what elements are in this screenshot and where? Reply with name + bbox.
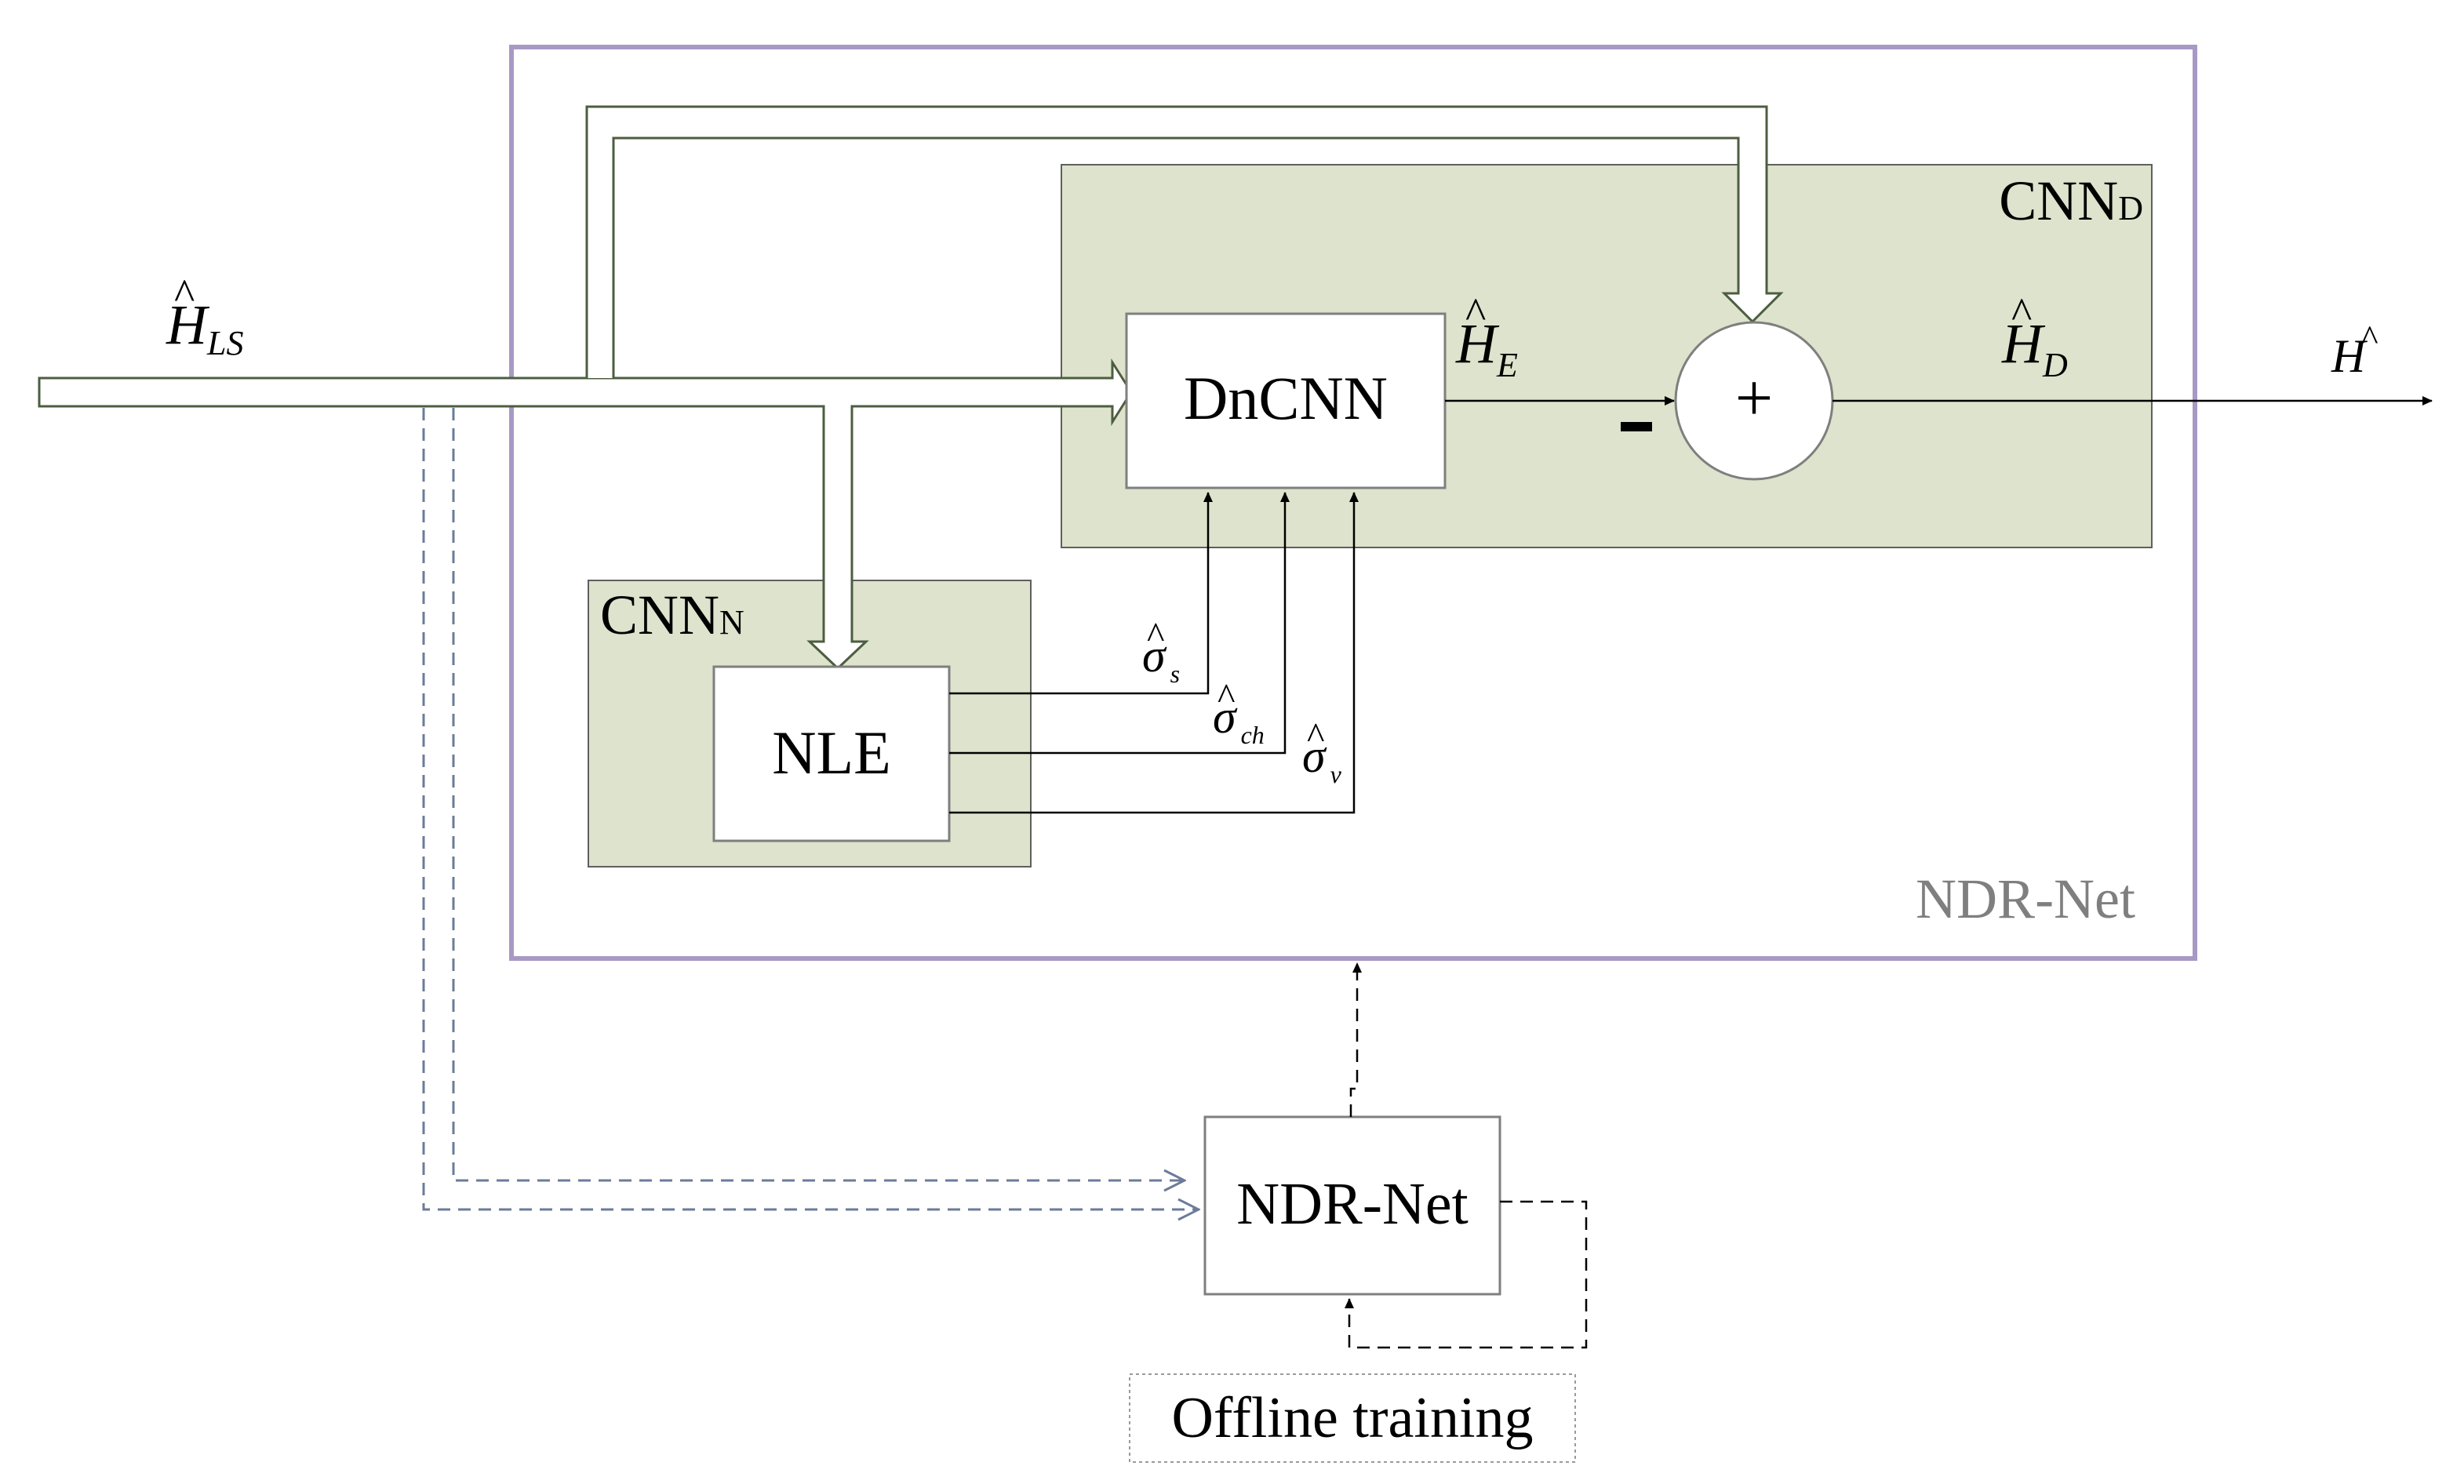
cnn-d-main: CNN	[1999, 169, 2118, 232]
h-out-label: H	[2331, 330, 2368, 382]
training-to-frame-line	[1349, 962, 1362, 1117]
sigma-v-symbol: σ	[1302, 730, 1327, 782]
ndr-net-training-block	[1203, 1115, 1501, 1296]
sigma-s-hat: ^	[1147, 615, 1165, 657]
offline-training-label: Offline training	[1171, 1386, 1533, 1450]
training-input-line-outer	[422, 408, 1199, 1209]
cnn-n-sub: N	[719, 603, 744, 642]
cnn-d-label: CNND	[1999, 169, 2143, 232]
ndr-net-training-label: NDR-Net	[1236, 1171, 1469, 1237]
sigma-s-line	[949, 492, 1213, 695]
cnn-n-label: CNNN	[600, 584, 744, 646]
h-ls-sub: LS	[206, 324, 243, 362]
h-d-base: H	[2001, 312, 2046, 375]
ndr-net-frame-label: NDR-Net	[1916, 867, 2135, 930]
training-feedback-loop	[1345, 1200, 1588, 1349]
sigma-v-line	[949, 492, 1359, 814]
h-ls-base: H	[166, 293, 210, 356]
h-e-base: H	[1455, 312, 1500, 375]
hollow-arrow-input	[38, 358, 1133, 671]
h-ls-label: HLS	[166, 293, 243, 362]
dncnn-block	[1125, 312, 1447, 489]
cnn-d-sub: D	[2118, 189, 2143, 227]
sigma-v-hat: ^	[1307, 715, 1325, 757]
nle-block	[712, 665, 951, 842]
dncnn-label: DnCNN	[1184, 364, 1388, 432]
h-d-hat: ^	[2011, 289, 2032, 338]
nle-label: NLE	[772, 718, 891, 787]
sigma-v-sub: v	[1330, 760, 1342, 788]
h-d-label: HD	[2001, 312, 2068, 384]
sigma-s-sub: s	[1170, 660, 1180, 688]
sigma-ch-hat: ^	[1217, 676, 1236, 718]
h-d-sub: D	[2042, 346, 2068, 384]
sigma-ch-symbol: σ	[1213, 691, 1238, 743]
sigma-s-symbol: σ	[1142, 630, 1167, 682]
sigma-ch-line	[949, 492, 1290, 755]
h-e-label: HE	[1455, 312, 1518, 384]
offline-training-box	[1129, 1373, 1576, 1463]
sigma-ch-sub: ch	[1241, 721, 1265, 749]
h-out-base: H	[2331, 330, 2368, 382]
cnn-n-main: CNN	[600, 584, 719, 646]
h-out-hat: ^	[2361, 318, 2378, 358]
ndr-net-frame	[509, 45, 2197, 961]
h-e-sub: E	[1496, 346, 1518, 384]
adder-plus: +	[1735, 360, 1774, 435]
minus-sign-mark	[1621, 422, 1652, 431]
h-ls-hat: ^	[174, 271, 195, 319]
h-e-hat: ^	[1465, 289, 1486, 338]
